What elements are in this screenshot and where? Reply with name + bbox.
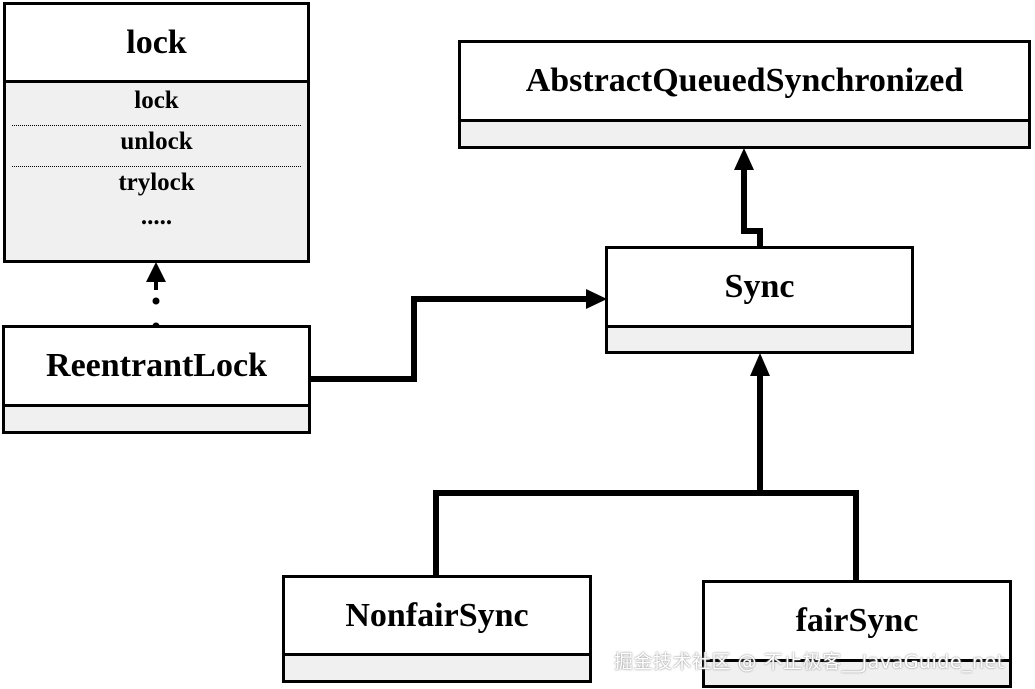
class-sync: Sync [605,246,914,354]
subclass-branch-line [433,490,859,581]
method-item: unlock [120,128,193,155]
class-aqs-title: AbstractQueuedSynchronized [525,62,964,99]
extends-aqs-connector [734,148,763,247]
class-aqs: AbstractQueuedSynchronized [458,40,1031,149]
class-sync-title: Sync [724,268,795,305]
class-lock: lock lock unlock trylock ..... [3,2,310,263]
class-fair-sync-section [705,659,1009,685]
association-sync-connector [308,289,607,382]
extends-sync-connector [433,353,859,581]
method-separator [12,125,301,126]
implements-lock-connector [146,262,166,330]
class-sync-section [608,325,911,351]
class-fair-sync-title: fairSync [795,602,919,639]
arrowhead-sync [586,289,607,309]
arrowhead-aqs [734,148,754,170]
class-lock-title: lock [126,23,187,61]
class-reentrant-lock-title: ReentrantLock [46,347,267,384]
class-reentrant-lock: ReentrantLock [2,325,311,434]
extends-aqs-line [741,168,763,247]
method-separator [12,166,301,167]
arrowhead-lock [146,262,166,282]
class-nonfair-sync-title: NonfairSync [345,596,529,634]
method-item: ..... [140,203,173,230]
method-item: lock [134,87,179,114]
dot-2 [152,297,160,305]
arrowhead-sync-parent [750,353,770,376]
class-lock-methods: lock unlock trylock ..... [6,80,307,260]
class-nonfair-sync: NonfairSync [282,575,592,683]
class-aqs-section [461,119,1028,146]
association-line [308,296,588,382]
class-fair-sync: fairSync [702,580,1012,688]
class-nonfair-sync-section [285,653,589,680]
watermark-text: 掘金技术社区 @ 不止极客__JavaGuide_net [614,651,1005,673]
class-reentrant-lock-section [5,404,308,431]
method-item: trylock [118,169,195,196]
